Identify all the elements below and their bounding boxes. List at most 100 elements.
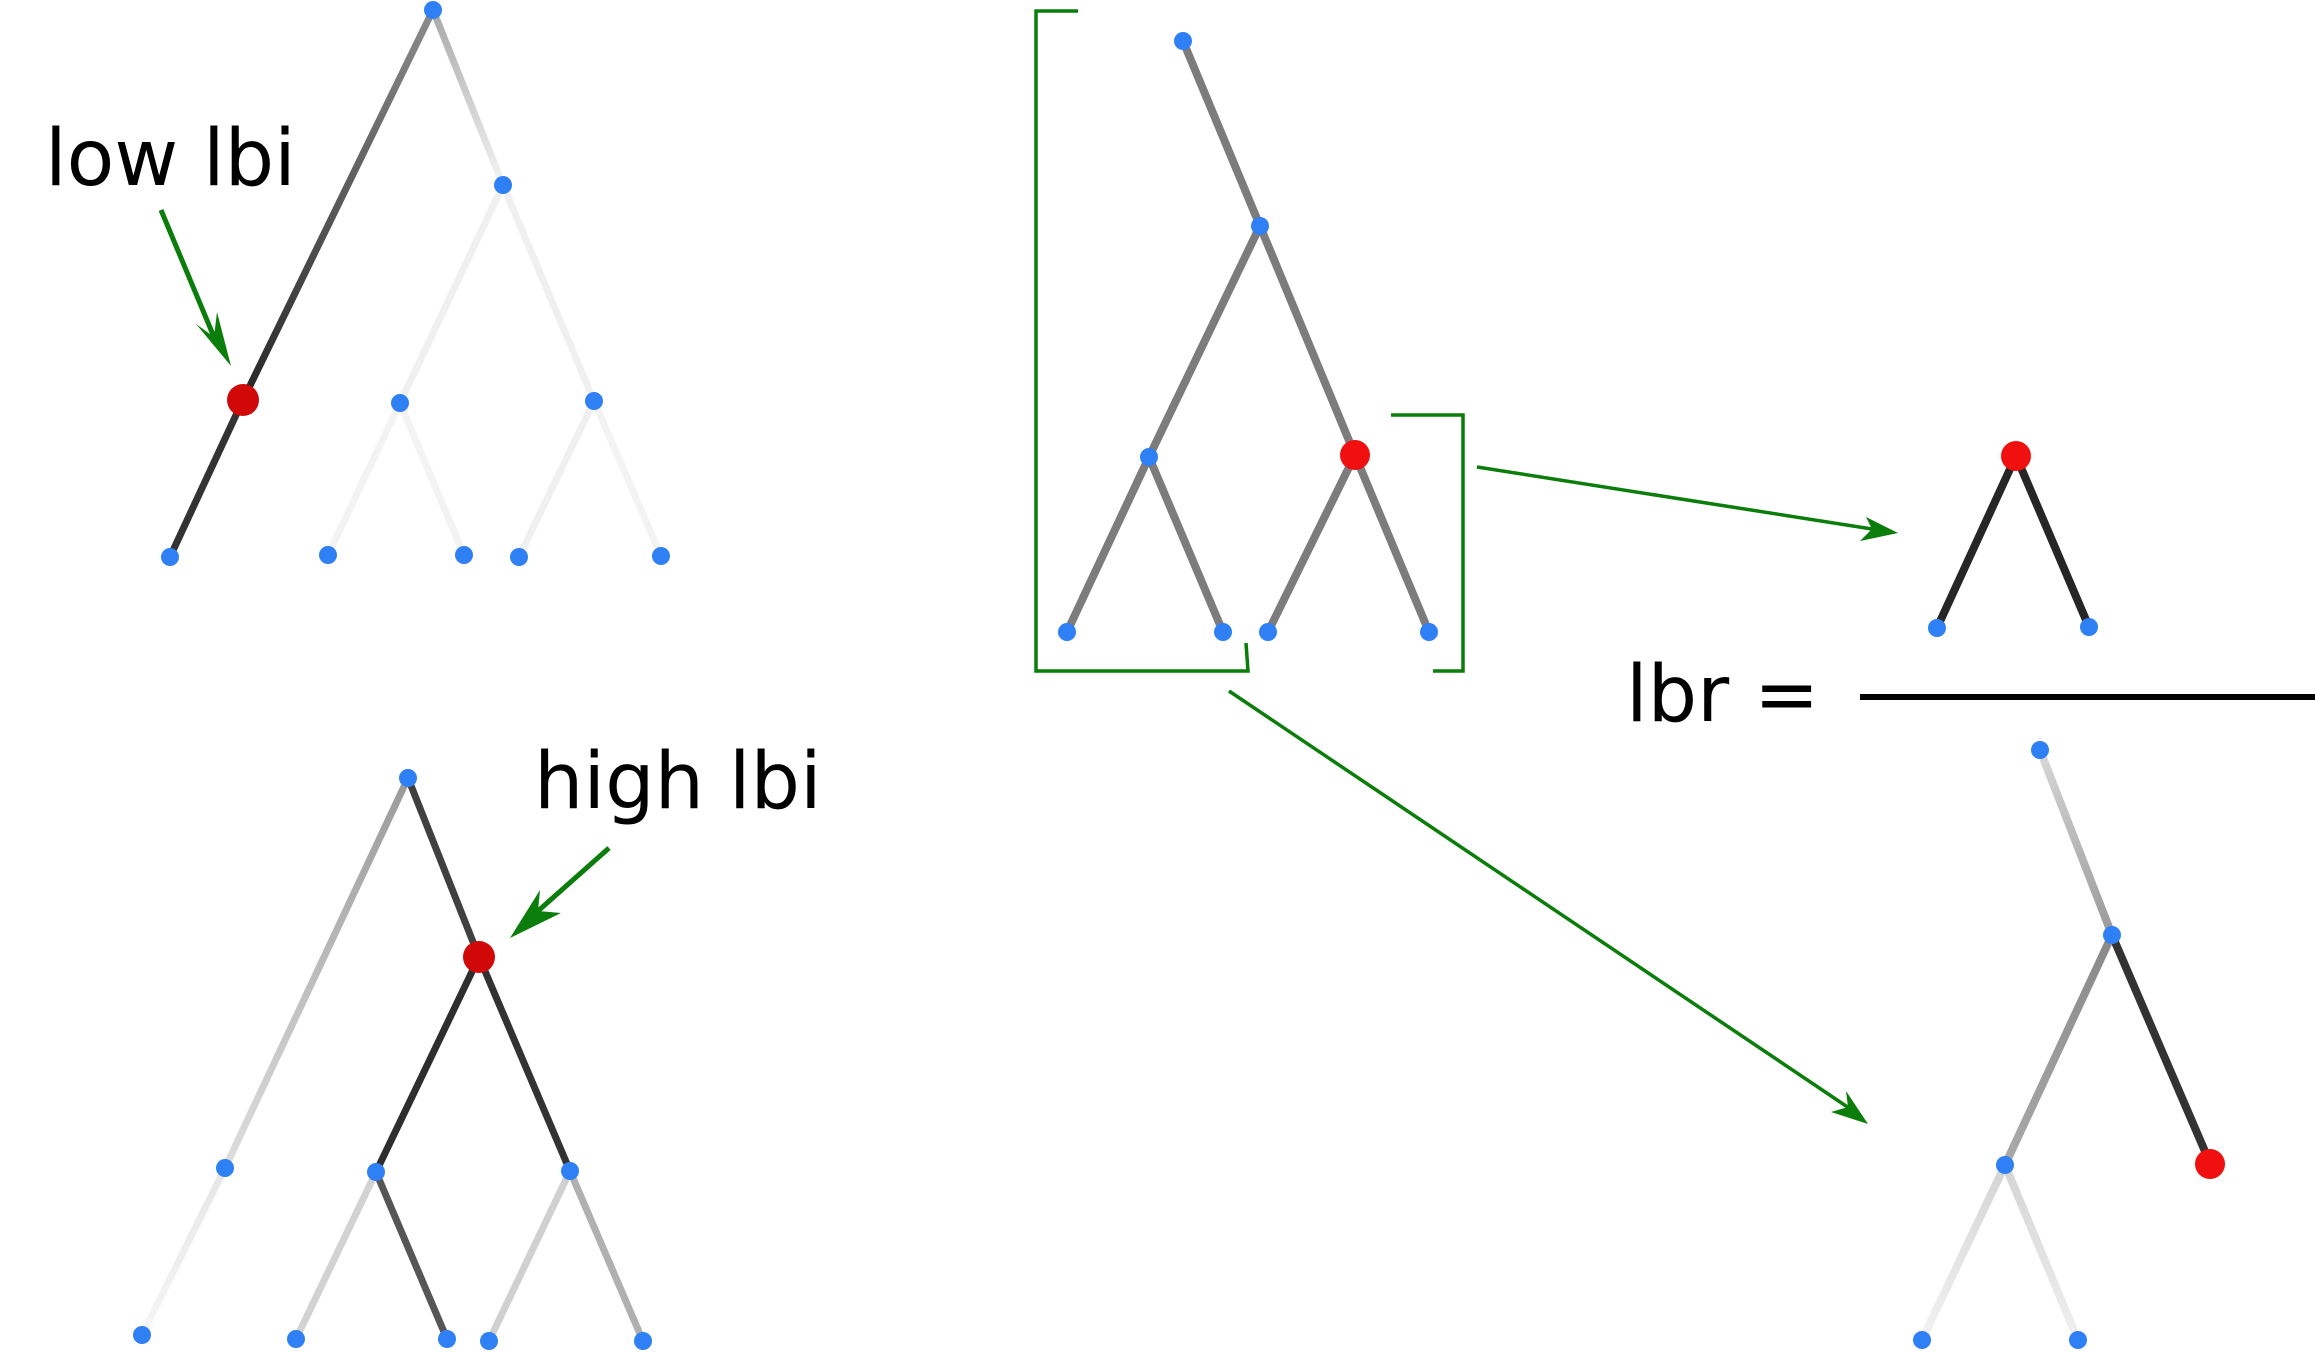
branch xyxy=(1063,453,1153,636)
branch xyxy=(1179,37,1264,230)
branch xyxy=(324,399,404,559)
outer-bracket xyxy=(1034,9,1250,673)
branch xyxy=(166,396,247,561)
arrow-head xyxy=(1860,517,1898,541)
low-lbi-tree: low lbi xyxy=(45,1,670,566)
branch xyxy=(372,1168,451,1343)
inner-bracket xyxy=(1391,413,1465,673)
high-lbi-nodes xyxy=(133,769,652,1350)
tree-node xyxy=(1174,32,1192,50)
full-tree-nodes xyxy=(1058,32,1438,641)
tree-node xyxy=(367,1163,385,1181)
high-lbi-label: high lbi xyxy=(534,737,822,827)
tree-node xyxy=(424,1,442,19)
tree-node xyxy=(287,1330,305,1348)
branch xyxy=(2001,931,2116,1169)
branch xyxy=(566,1167,647,1345)
high-lbi-branches xyxy=(138,774,647,1345)
tree-node xyxy=(391,394,409,412)
tree-node xyxy=(2103,926,2121,944)
tree-node xyxy=(216,1159,234,1177)
branch xyxy=(1918,1161,2009,1344)
branch xyxy=(2012,452,2093,631)
highlighted-node xyxy=(2001,441,2031,471)
highlighted-node xyxy=(227,384,259,416)
high-lbi-arrow xyxy=(510,846,611,938)
tree-node xyxy=(634,1332,652,1350)
arrow-head xyxy=(1831,1091,1868,1124)
tree-node xyxy=(455,546,473,564)
branch xyxy=(1351,451,1433,636)
branch xyxy=(221,774,412,1172)
full-tree-branches xyxy=(1063,37,1433,636)
branch xyxy=(396,399,468,559)
branch xyxy=(239,6,437,404)
arrow-line xyxy=(1228,689,1850,1110)
branch xyxy=(2108,931,2214,1167)
brackets xyxy=(1034,9,1465,673)
tree-node xyxy=(2080,618,2098,636)
branch xyxy=(2036,746,2116,939)
branch xyxy=(138,1164,229,1339)
tree-node xyxy=(1251,217,1269,235)
branch xyxy=(499,181,598,405)
tree-node xyxy=(1058,623,1076,641)
to-denominator-arrow xyxy=(1228,689,1868,1124)
tree-node xyxy=(1996,1156,2014,1174)
low-lbi-label: low lbi xyxy=(45,114,296,204)
tree-node xyxy=(1420,623,1438,641)
arrow-head xyxy=(196,312,231,366)
full-tree xyxy=(1034,9,1898,1124)
branch xyxy=(590,397,665,560)
highlighted-node xyxy=(1340,440,1370,470)
branch xyxy=(1933,452,2020,632)
lbr-label: lbr = xyxy=(1626,650,1819,740)
denominator-tree xyxy=(1913,741,2225,1349)
branch xyxy=(1145,453,1227,636)
branch xyxy=(396,181,507,407)
arrow-line xyxy=(536,846,611,913)
numerator-subtree xyxy=(1928,441,2098,637)
tree-node xyxy=(2031,741,2049,759)
branch xyxy=(1256,222,1359,459)
tree-node xyxy=(494,176,512,194)
branch xyxy=(292,1168,380,1343)
lbr-fraction: lbr = xyxy=(1626,441,2315,1349)
tree-node xyxy=(561,1162,579,1180)
arrow-head xyxy=(510,890,561,938)
tree-node xyxy=(1140,448,1158,466)
to-numerator-arrow xyxy=(1476,465,1898,541)
tree-node xyxy=(133,1326,151,1344)
branch xyxy=(2001,1161,2082,1344)
tree-node xyxy=(585,392,603,410)
high-lbi-tree: high lbi xyxy=(133,737,822,1350)
branch xyxy=(404,774,483,961)
tree-node xyxy=(438,1330,456,1348)
low-lbi-arrow xyxy=(158,209,231,366)
branch xyxy=(515,397,598,561)
arrow-line xyxy=(158,209,217,338)
branch xyxy=(485,1167,574,1345)
tree-node xyxy=(510,548,528,566)
branch xyxy=(1145,222,1264,461)
branch xyxy=(429,6,507,189)
numerator-branches xyxy=(1933,452,2093,632)
tree-node xyxy=(652,547,670,565)
tree-node xyxy=(1928,619,1946,637)
highlighted-node xyxy=(463,941,495,973)
denominator-branches xyxy=(1918,746,2214,1344)
arrow-line xyxy=(1476,465,1873,531)
tree-node xyxy=(480,1332,498,1350)
tree-node xyxy=(161,548,179,566)
tree-node xyxy=(1913,1331,1931,1349)
tree-node xyxy=(399,769,417,787)
tree-node xyxy=(2069,1331,2087,1349)
tree-node xyxy=(319,546,337,564)
low-lbi-nodes xyxy=(161,1,670,566)
tree-node xyxy=(1259,623,1277,641)
highlighted-node xyxy=(2195,1149,2225,1179)
branch xyxy=(372,953,483,1176)
low-lbi-branches xyxy=(166,6,665,561)
branch xyxy=(1264,451,1359,636)
